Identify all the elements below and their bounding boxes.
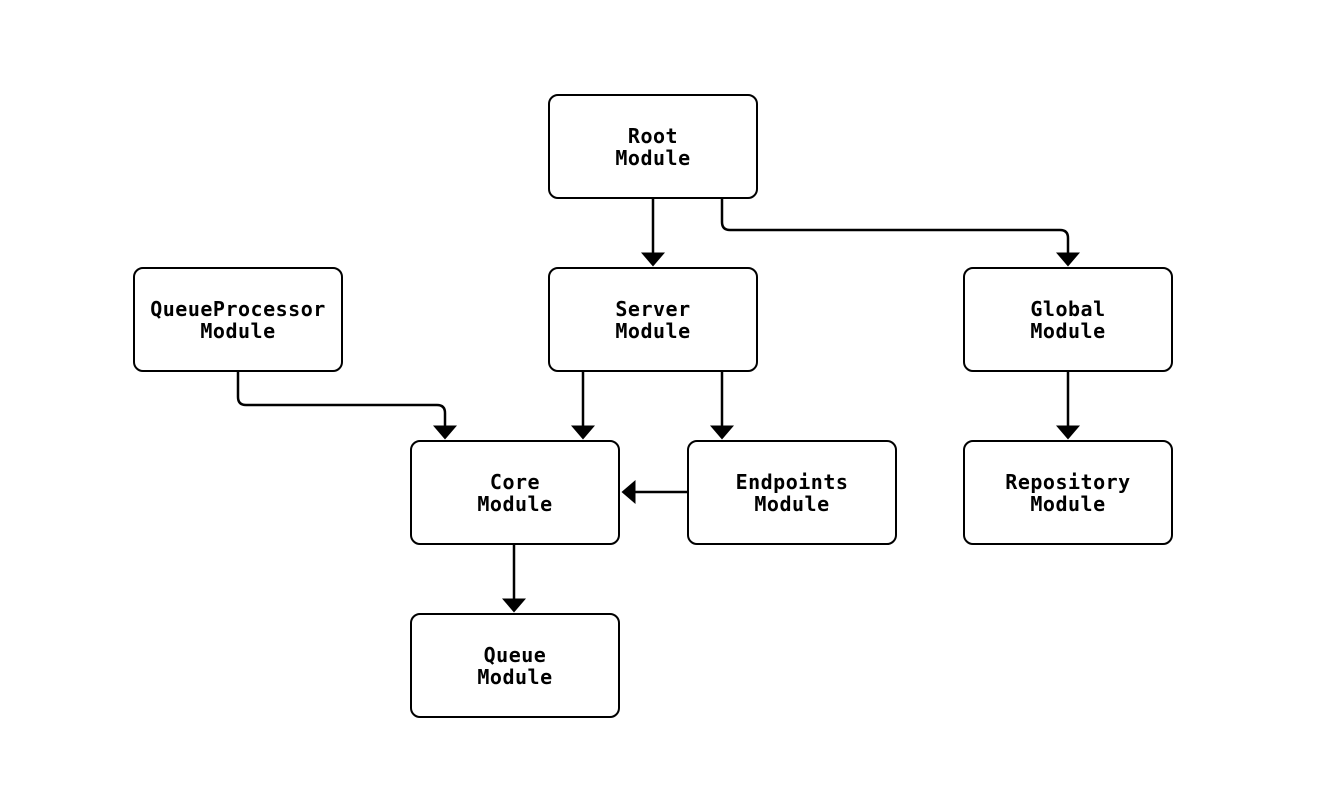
node-label: Root Module <box>615 123 691 170</box>
node-label: Queue Module <box>477 642 553 689</box>
node-label: Repository Module <box>1005 469 1131 516</box>
edge-root-to-global <box>720 199 1080 267</box>
node-label: QueueProcessor Module <box>150 296 326 343</box>
node-label: Core Module <box>477 469 553 516</box>
node-global-module: Global Module <box>963 267 1173 372</box>
node-root-module: Root Module <box>548 94 758 199</box>
node-endpoints-module: Endpoints Module <box>687 440 897 545</box>
node-queueprocessor-module: QueueProcessor Module <box>133 267 343 372</box>
node-label: Endpoints Module <box>735 469 849 516</box>
node-label: Global Module <box>1030 296 1106 343</box>
node-server-module: Server Module <box>548 267 758 372</box>
node-repository-module: Repository Module <box>963 440 1173 545</box>
node-core-module: Core Module <box>410 440 620 545</box>
node-queue-module: Queue Module <box>410 613 620 718</box>
edge-queueprocessor-to-core <box>236 372 457 440</box>
node-label: Server Module <box>615 296 691 343</box>
